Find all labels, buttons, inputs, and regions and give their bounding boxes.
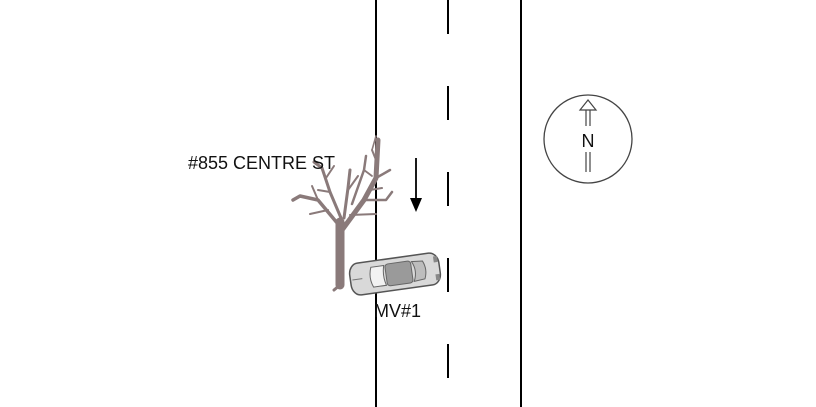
north-arrow-icon: N — [543, 94, 633, 184]
car-icon — [348, 252, 442, 296]
down-arrow-icon — [410, 158, 422, 212]
tree-icon — [291, 135, 394, 292]
compass-north-label: N — [582, 131, 595, 151]
address-label: #855 CENTRE ST — [188, 153, 335, 173]
vehicle-label: MV#1 — [374, 301, 421, 321]
